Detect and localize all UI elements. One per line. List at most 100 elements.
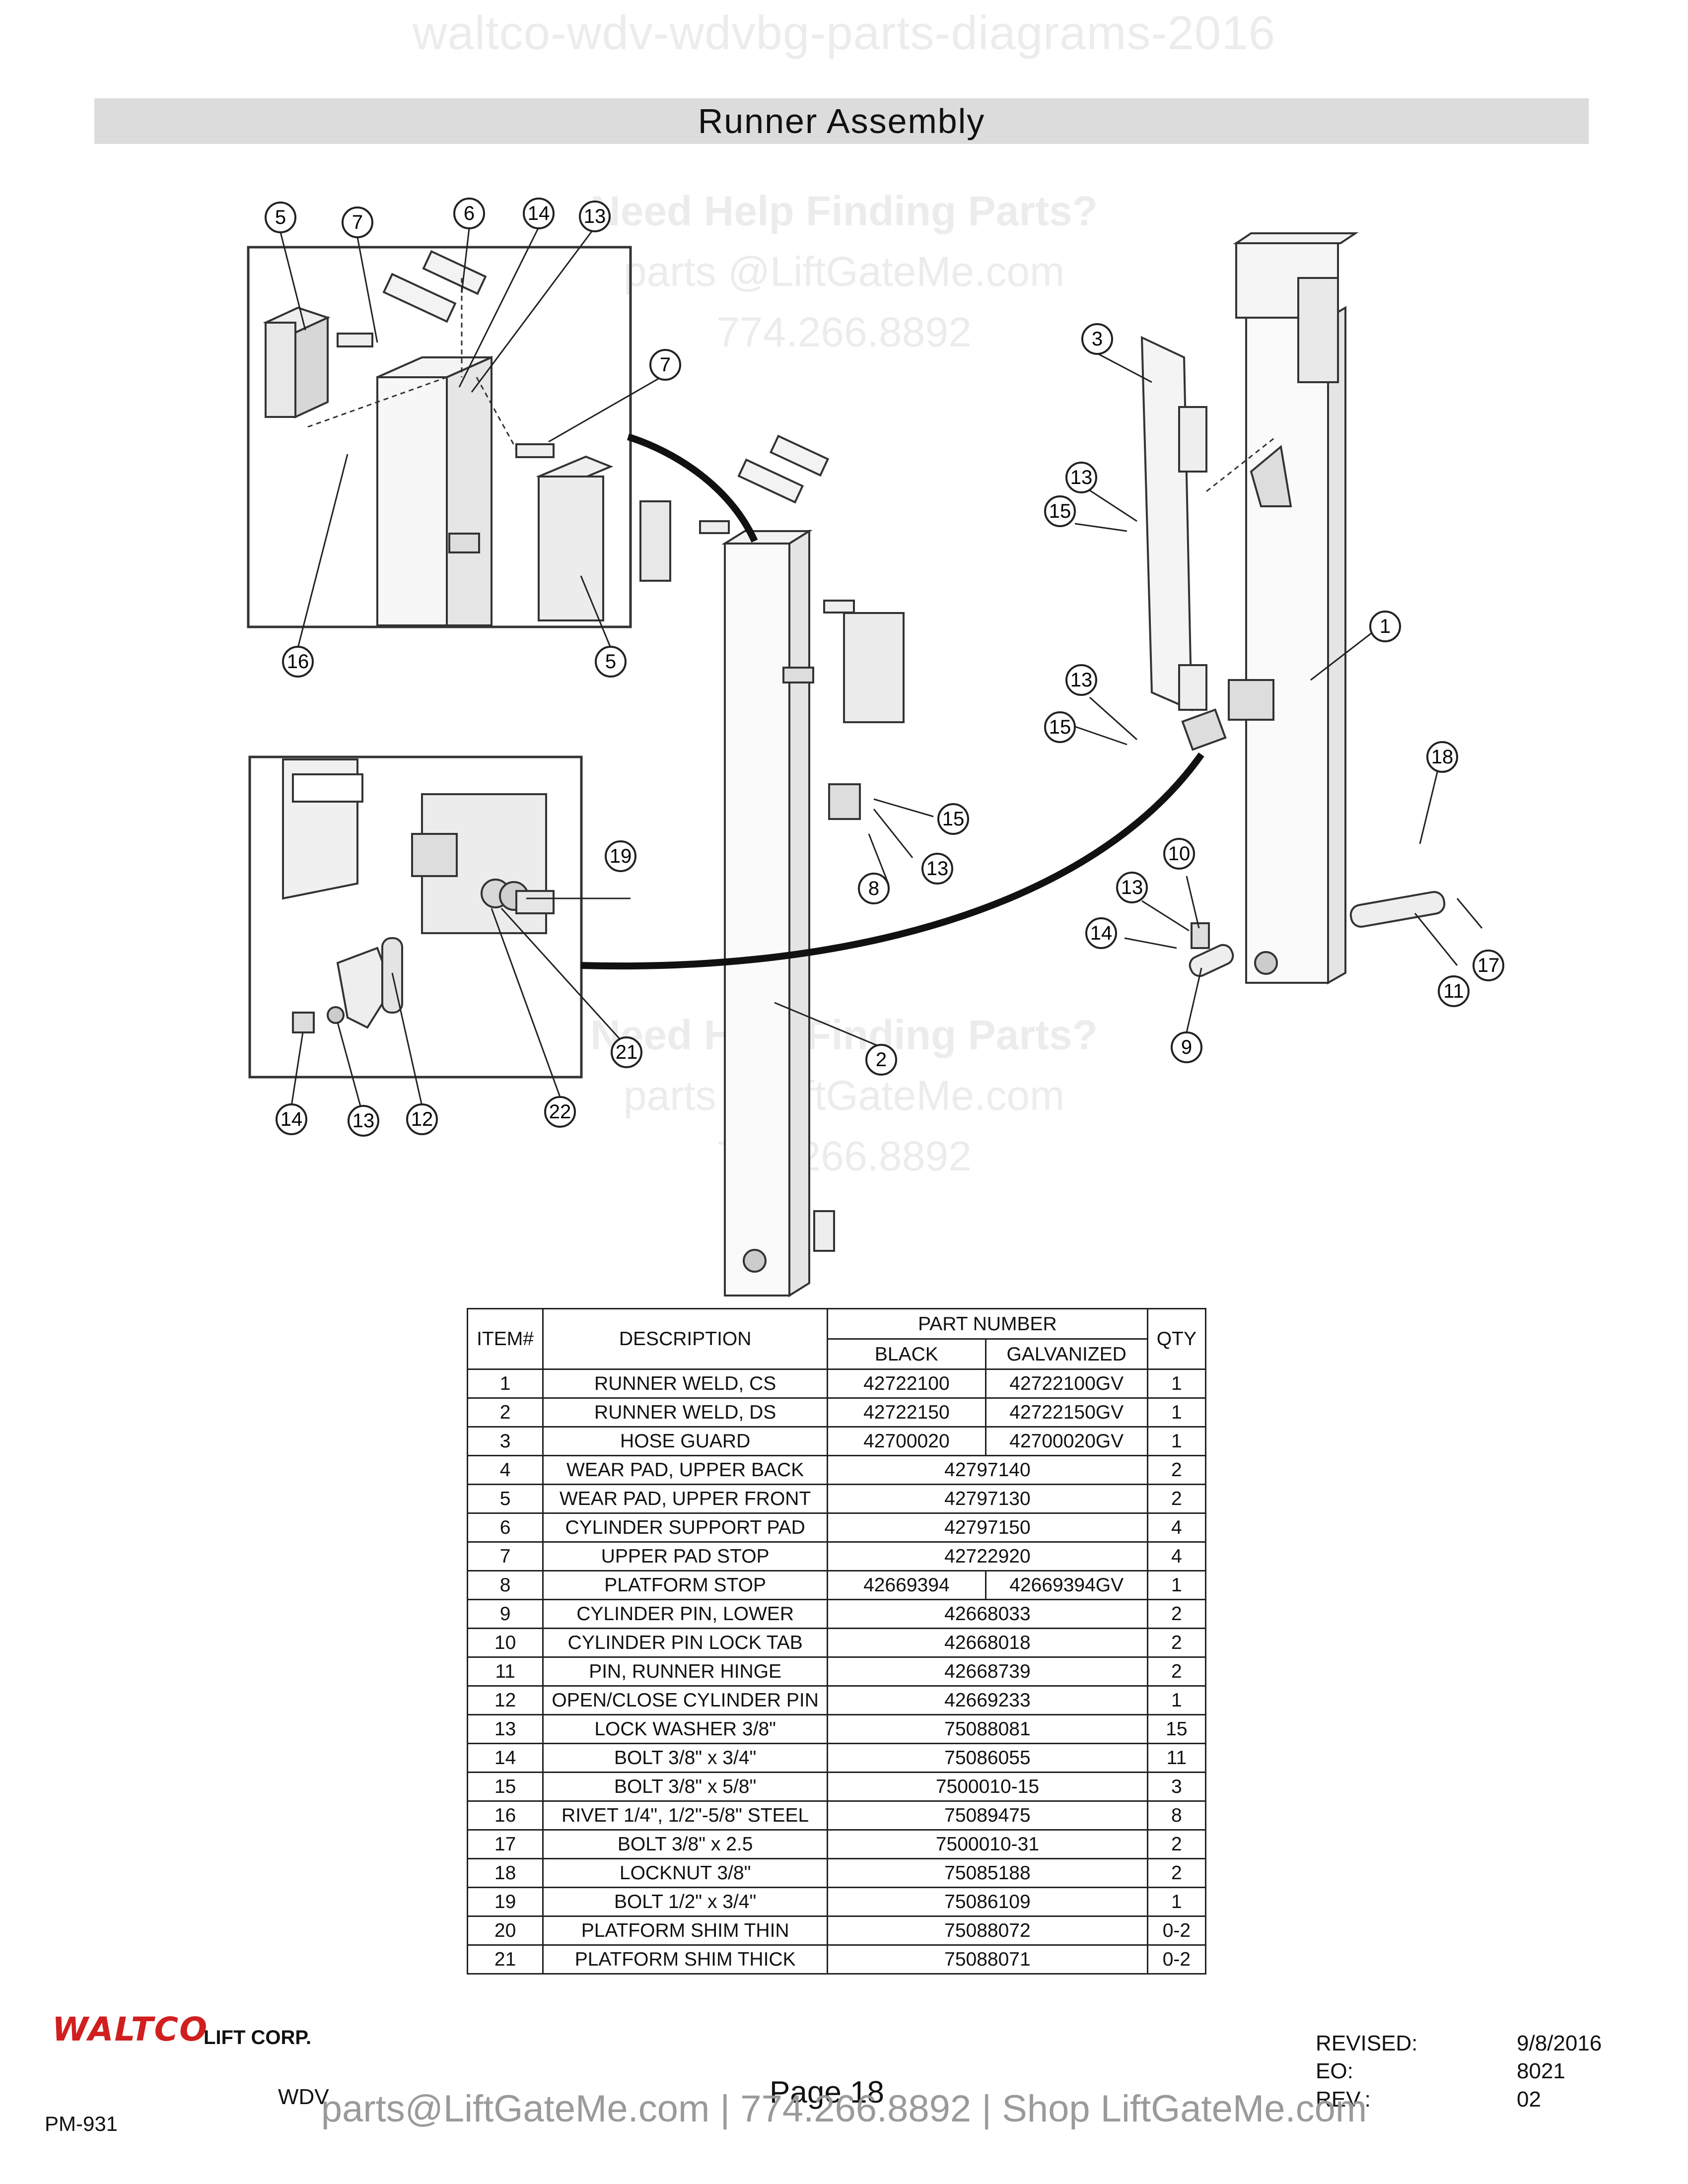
cell-item: 19 (466, 1887, 544, 1917)
runner-hinge-pin (1349, 891, 1446, 928)
cell-qty: 1 (1146, 1887, 1207, 1917)
footer-links[interactable]: parts@LiftGateMe.com | 774.266.8892 | Sh… (321, 2088, 1367, 2130)
callout-label: 7 (352, 211, 363, 233)
cell-qty: 1 (1146, 1685, 1207, 1715)
table-subheader-row: BLACK GALVANIZED (468, 1338, 1206, 1370)
cell-item: 16 (466, 1800, 544, 1831)
cell-item: 6 (466, 1512, 544, 1543)
cell-description: CYLINDER SUPPORT PAD (542, 1512, 829, 1543)
cell-item: 17 (466, 1829, 544, 1859)
header-black: BLACK (827, 1338, 986, 1370)
page-title: Runner Assembly (698, 102, 985, 140)
cell-qty: 8 (1146, 1800, 1207, 1831)
eo-label: EO: (1316, 2059, 1353, 2083)
title-bar: Runner Assembly (94, 98, 1589, 144)
cell-qty: 4 (1146, 1541, 1207, 1571)
page-number: Page 18 (770, 2075, 884, 2110)
cell-part-number: 75088072 (827, 1915, 1148, 1946)
help-watermark-phone: 774.266.8892 (716, 308, 972, 355)
callout-label: 3 (1092, 328, 1103, 350)
cell-part-black: 42722100 (827, 1368, 986, 1399)
cell-part-number: 42668739 (827, 1656, 1148, 1687)
callout-label: 19 (610, 845, 632, 867)
wear-pad-front-inset (536, 455, 614, 621)
cell-part-galvanized: 42722150GV (985, 1397, 1148, 1428)
cell-part-black: 42722150 (827, 1397, 986, 1428)
cell-part-galvanized: 42722100GV (985, 1368, 1148, 1399)
cell-item: 13 (466, 1714, 544, 1744)
header-galvanized: GALVANIZED (985, 1338, 1148, 1370)
cell-item: 12 (466, 1685, 544, 1715)
cell-description: CYLINDER PIN LOCK TAB (542, 1628, 829, 1658)
cell-part-number: 7500010-15 (827, 1772, 1148, 1802)
cell-qty: 1 (1146, 1397, 1207, 1428)
cell-part-galvanized: 42700020GV (985, 1426, 1148, 1456)
cell-description: PIN, RUNNER HINGE (542, 1656, 829, 1687)
cell-item: 8 (466, 1570, 544, 1600)
cell-qty: 11 (1146, 1743, 1207, 1773)
callout-label: 16 (287, 651, 309, 673)
cell-description: LOCKNUT 3/8" (542, 1858, 829, 1888)
callout-label: 8 (868, 878, 879, 899)
cell-part-number: 7500010-31 (827, 1829, 1148, 1859)
cell-description: OPEN/CLOSE CYLINDER PIN (542, 1685, 829, 1715)
cell-part-number: 75085188 (827, 1858, 1148, 1888)
cell-item: 15 (466, 1772, 544, 1802)
cell-description: UPPER PAD STOP (542, 1541, 829, 1571)
cell-qty: 2 (1146, 1455, 1207, 1485)
runner-weld-cs (1228, 232, 1359, 985)
cell-description: PLATFORM SHIM THICK (542, 1944, 829, 1975)
callout-label: 5 (605, 651, 616, 673)
cell-part-number: 75088071 (827, 1944, 1148, 1975)
callout-label: 13 (352, 1110, 375, 1132)
help-watermark-email: parts @LiftGateMe.com (623, 248, 1065, 295)
cell-qty: 15 (1146, 1714, 1207, 1744)
doc-number: PM-931 (45, 2112, 118, 2135)
callout-label: 14 (528, 203, 550, 224)
callout-label: 12 (411, 1108, 433, 1130)
rev-value: 02 (1517, 2087, 1541, 2112)
cell-item: 18 (466, 1858, 544, 1888)
callout-label: 14 (281, 1108, 303, 1130)
header-part-number: PART NUMBER (827, 1308, 1148, 1340)
eo-value: 8021 (1517, 2059, 1565, 2083)
callout-label: 18 (1431, 746, 1454, 768)
cell-item: 14 (466, 1743, 544, 1773)
cell-part-number: 75088081 (827, 1714, 1148, 1744)
cell-description: BOLT 3/8" x 3/4" (542, 1743, 829, 1773)
cell-description: WEAR PAD, UPPER BACK (542, 1455, 829, 1485)
cell-item: 10 (466, 1628, 544, 1658)
callout-label: 14 (1090, 922, 1113, 944)
callout-label: 15 (942, 808, 965, 830)
callout-label: 22 (549, 1101, 571, 1123)
cell-qty: 1 (1146, 1368, 1207, 1399)
center-wear-pads (639, 434, 905, 723)
cell-qty: 2 (1146, 1656, 1207, 1687)
runner-assembly-diagram: 5 7 6 14 13 7 5 16 3 1 13 15 13 15 8 15 … (247, 198, 1504, 1297)
hose-guard (1140, 336, 1276, 712)
cell-part-number: 42668018 (827, 1628, 1148, 1658)
cell-qty: 1 (1146, 1426, 1207, 1456)
callout-label: 13 (1070, 669, 1093, 691)
cell-qty: 2 (1146, 1858, 1207, 1888)
header-qty: QTY (1146, 1308, 1207, 1370)
callout-label: 17 (1477, 955, 1500, 976)
callout-label: 13 (926, 858, 949, 880)
platform-stop (828, 783, 861, 820)
